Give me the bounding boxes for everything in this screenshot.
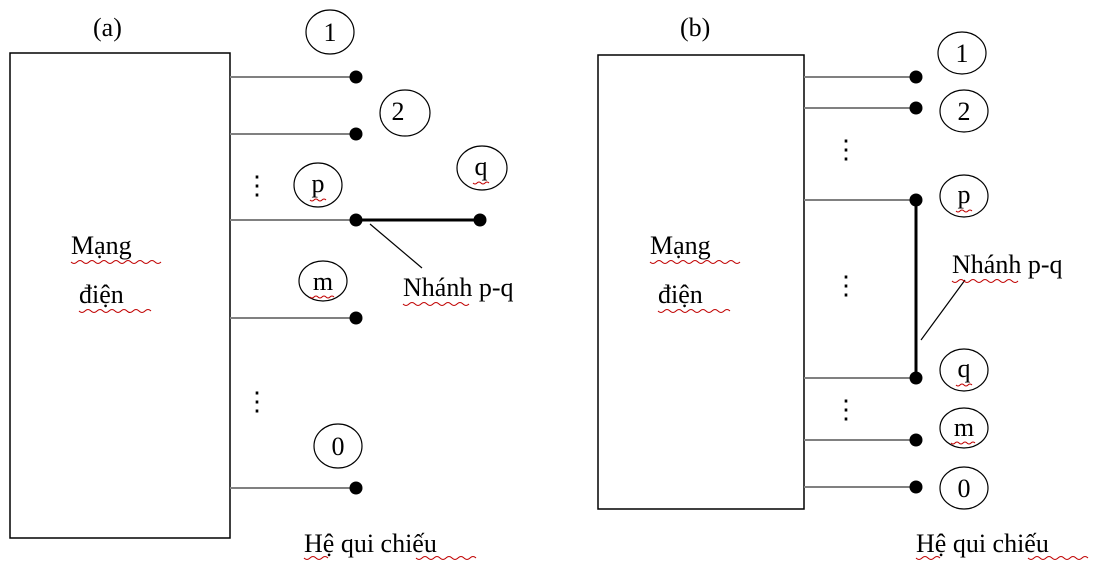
panel-a-branch-underline [402, 302, 470, 306]
panel-b-box-text-line1: Mạng [650, 231, 711, 260]
panel-b-node-m-label: m [939, 407, 989, 449]
panel-b-node-1-label: 1 [937, 31, 987, 75]
panel-b-node-m-dot [909, 433, 923, 447]
panel-b-network-box [597, 54, 805, 510]
panel-a-m-underline [309, 295, 335, 299]
panel-b-ref-underline-2 [1027, 556, 1089, 560]
panel-b-node-q-text: q [958, 354, 971, 383]
panel-a-node-0-label: 0 [313, 423, 363, 469]
panel-b-spell-underline-1 [649, 260, 741, 264]
panel-a-spell-underline-1 [70, 260, 162, 264]
panel-b-node-2-text: 2 [958, 97, 971, 126]
panel-a-box-text-line2: điện [79, 280, 124, 309]
panel-a-branch-label: Nhánh p-q [403, 273, 513, 302]
panel-b-spell-underline-2 [657, 309, 731, 313]
panel-a-node-2-label: 2 [379, 89, 431, 137]
panel-a-node-0-text: 0 [332, 432, 345, 461]
panel-a-ellipsis-2: ⋮ [244, 387, 270, 416]
panel-a-label: (a) [93, 13, 122, 42]
panel-a-node-q-dot [473, 213, 487, 227]
panel-b-branch-leader [920, 279, 966, 341]
panel-a-ref-underline-2 [415, 556, 477, 560]
panel-b: (b) Mạng điện 1 2 p [597, 13, 1089, 560]
panel-b-p-underline [955, 209, 973, 213]
panel-a-reference-label: Hệ qui chiếu [304, 529, 437, 558]
panel-a-box-text-line1: Mạng [71, 231, 132, 260]
panel-a-node-q-text: q [475, 152, 488, 181]
panel-b-branch-underline [951, 279, 1019, 283]
panel-b-node-p-dot [909, 193, 923, 207]
panel-b-branch-label: Nhánh p-q [952, 250, 1062, 279]
panel-b-node-0-label: 0 [939, 466, 989, 510]
panel-a-node-2-dot [349, 127, 363, 141]
panel-a-node-m-dot [349, 311, 363, 325]
panel-b-node-q-dot [909, 371, 923, 385]
panel-b-label: (b) [680, 13, 710, 42]
panel-a-node-0-dot [349, 481, 363, 495]
panel-b-node-2-dot [909, 101, 923, 115]
panel-b-node-1-dot [909, 70, 923, 84]
panel-b-node-0-text: 0 [958, 474, 971, 503]
panel-a-spell-underline-2 [78, 309, 152, 313]
panel-b-box-text-line2: điện [658, 280, 703, 309]
panel-b-node-q-label: q [939, 348, 989, 392]
panel-a-node-m-label: m [298, 260, 348, 302]
panel-b-ellipsis-1: ⋮ [833, 135, 859, 164]
panel-b-ellipsis-2: ⋮ [833, 271, 859, 300]
panel-a-node-1-dot [349, 70, 363, 84]
panel-a-ref-underline-1 [303, 556, 329, 560]
panel-b-node-0-dot [909, 480, 923, 494]
panel-a-node-p-dot [349, 213, 363, 227]
panel-a-ellipsis-1: ⋮ [244, 171, 270, 200]
panel-b-q-underline [955, 383, 973, 387]
panel-b-node-m-text: m [954, 413, 974, 442]
panel-a: (a) Mạng điện 1 2 p [9, 9, 513, 560]
panel-b-m-underline [950, 441, 976, 445]
panel-a-branch-leader [369, 223, 423, 269]
panel-a-q-underline [472, 181, 490, 185]
panel-a-p-underline [309, 198, 327, 202]
panel-b-ellipsis-3: ⋮ [833, 395, 859, 424]
panel-b-reference-label: Hệ qui chiếu [916, 529, 1049, 558]
panel-b-node-1-text: 1 [956, 39, 969, 68]
panel-a-node-p-text: p [312, 169, 325, 198]
panel-a-node-p-label: p [293, 162, 343, 208]
panel-b-ref-underline-1 [915, 556, 941, 560]
panel-b-node-p-label: p [939, 174, 989, 218]
panel-a-node-1-label: 1 [305, 9, 355, 55]
panel-b-node-p-text: p [958, 180, 971, 209]
panel-a-node-m-text: m [313, 267, 333, 296]
panel-b-node-2-label: 2 [939, 89, 989, 133]
panel-a-node-q-label: q [456, 145, 508, 191]
panel-a-node-1-text: 1 [324, 18, 337, 47]
panel-a-node-2-text: 2 [392, 97, 405, 126]
panel-a-network-box [9, 52, 231, 539]
